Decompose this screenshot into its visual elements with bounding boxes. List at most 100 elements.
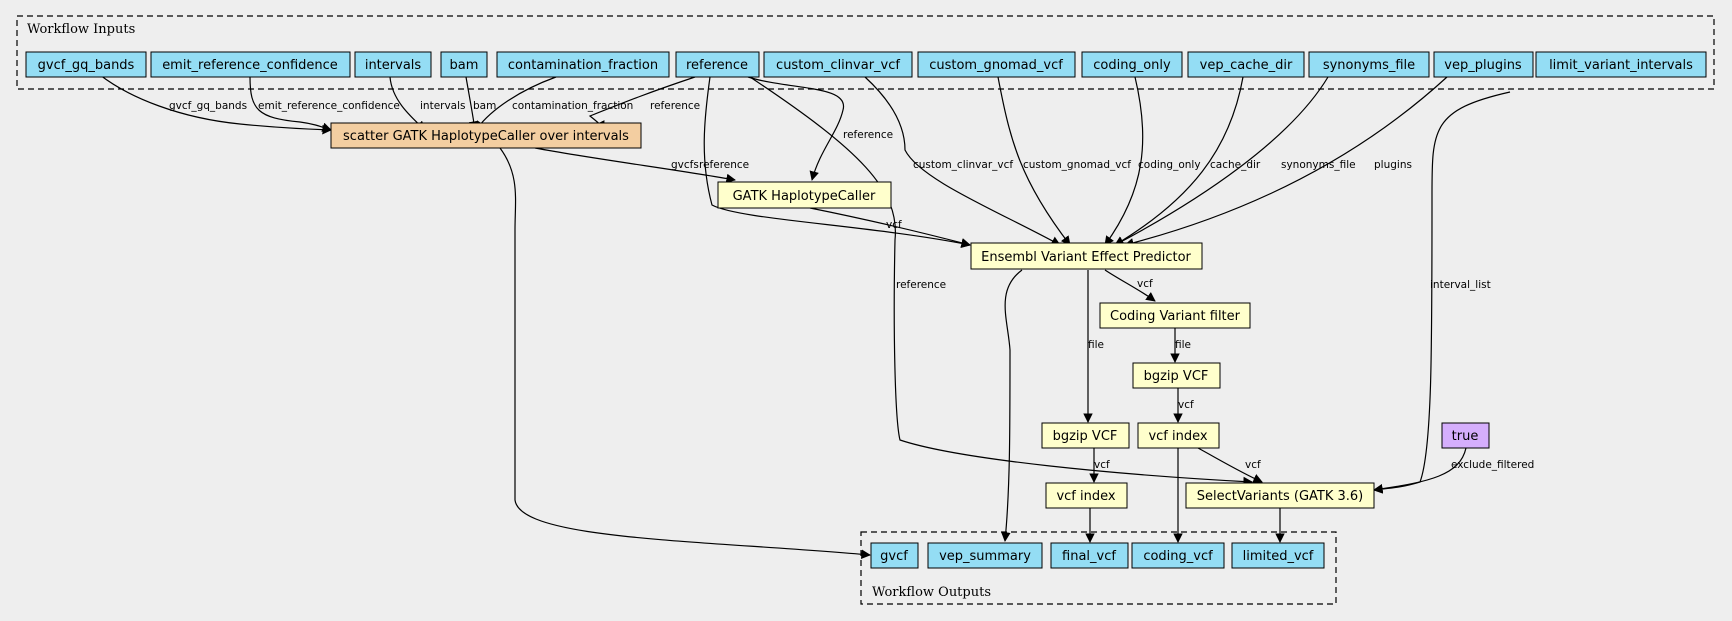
edge-vcf-bgzip-index-right: vcf [1173,388,1194,423]
svg-text:reference: reference [650,100,700,112]
svg-text:limit_variant_intervals: limit_variant_intervals [1549,58,1693,73]
svg-text:reference: reference [843,129,893,141]
svg-text:gvcf_gq_bands: gvcf_gq_bands [38,58,135,73]
default-true[interactable]: true [1441,422,1490,449]
svg-text:Ensembl Variant Effect Predict: Ensembl Variant Effect Predictor [981,250,1191,265]
edge-synonyms-file: synonyms_file [1114,76,1356,246]
svg-text:vep_cache_dir: vep_cache_dir [1200,58,1293,73]
step-ensembl-vep[interactable]: Ensembl Variant Effect Predictor [970,242,1203,270]
output-coding-vcf[interactable]: coding_vcf [1131,542,1225,569]
svg-text:intervals: intervals [365,58,422,73]
edge-exclude-filtered: exclude_filtered [1373,447,1534,494]
input-intervals[interactable]: intervals [354,51,432,78]
step-coding-variant-filter[interactable]: Coding Variant filter [1099,302,1251,329]
input-reference[interactable]: reference [675,51,760,78]
svg-text:vcf index: vcf index [1056,489,1115,504]
input-synonyms-file[interactable]: synonyms_file [1308,51,1430,78]
input-gvcf-gq-bands[interactable]: gvcf_gq_bands [25,51,147,78]
svg-text:bam: bam [473,100,496,112]
svg-text:true: true [1452,429,1479,444]
step-vcf-index-right[interactable]: vcf index [1137,422,1220,449]
step-select-variants[interactable]: SelectVariants (GATK 3.6) [1185,482,1375,509]
svg-text:emit_reference_confidence: emit_reference_confidence [162,58,338,73]
edge-vep-summary [1001,269,1023,542]
edge-contamination-fraction: contamination_fraction [475,76,633,131]
svg-text:final_vcf: final_vcf [1062,549,1116,564]
svg-text:file: file [1175,339,1191,351]
svg-text:reference: reference [686,58,748,73]
svg-text:gvcf_gq_bands: gvcf_gq_bands [169,100,247,112]
input-limit-variant-intervals[interactable]: limit_variant_intervals [1535,51,1707,78]
svg-text:plugins: plugins [1374,159,1412,171]
step-bgzip-vcf-right[interactable]: bgzip VCF [1132,362,1221,389]
edge-gvcfs: gvcfs [534,147,736,184]
svg-text:custom_clinvar_vcf: custom_clinvar_vcf [913,159,1013,171]
edge-cache-dir: cache_dir [1114,76,1261,246]
workflow-outputs-title: Workflow Outputs [872,585,991,600]
edge-vcf-vep-filter: vcf [1104,269,1156,302]
svg-text:custom_clinvar_vcf: custom_clinvar_vcf [776,58,900,73]
svg-text:exclude_filtered: exclude_filtered [1451,459,1534,471]
edge-plugins: plugins [1124,76,1448,248]
svg-text:limited_vcf: limited_vcf [1243,549,1314,564]
output-limited-vcf[interactable]: limited_vcf [1231,542,1325,569]
svg-text:bam: bam [450,58,479,73]
input-coding-only[interactable]: coding_only [1081,51,1183,78]
edge-file-filter-bgzip: file [1170,328,1191,363]
output-vep-summary[interactable]: vep_summary [927,542,1043,569]
workflow-inputs-cluster: Workflow Inputs [16,15,1715,90]
svg-text:interval_list: interval_list [1430,279,1491,291]
svg-text:contamination_fraction: contamination_fraction [508,58,658,73]
edge-intervals: intervals [389,76,466,131]
edge-file-vep-bgzip: file [1083,270,1104,423]
workflow-outputs-cluster: Workflow Outputs [860,531,1337,605]
svg-text:bgzip VCF: bgzip VCF [1053,429,1118,444]
edge-vcf-bgzip-index-left: vcf [1089,448,1110,483]
svg-text:vcf: vcf [1137,278,1153,290]
input-vep-cache-dir[interactable]: vep_cache_dir [1187,51,1305,78]
input-custom-gnomad-vcf[interactable]: custom_gnomad_vcf [917,51,1076,78]
input-vep-plugins[interactable]: vep_plugins [1433,51,1534,78]
edge-vcf-hc-vep: vcf [809,207,971,248]
svg-text:GATK HaplotypeCaller: GATK HaplotypeCaller [733,189,876,204]
input-custom-clinvar-vcf[interactable]: custom_clinvar_vcf [763,51,913,78]
svg-text:reference: reference [699,159,749,171]
svg-text:Coding Variant filter: Coding Variant filter [1110,309,1241,324]
svg-text:vep_plugins: vep_plugins [1444,58,1522,73]
svg-text:synonyms_file: synonyms_file [1323,58,1415,73]
step-vcf-index-left[interactable]: vcf index [1045,482,1128,509]
edge-gvcf-gq-bands: gvcf_gq_bands [99,74,332,135]
svg-text:gvcf: gvcf [880,549,908,564]
edge-reference-vep: reference [699,76,971,249]
svg-text:scatter GATK HaplotypeCaller o: scatter GATK HaplotypeCaller over interv… [343,129,629,144]
svg-text:file: file [1088,339,1104,351]
svg-text:bgzip VCF: bgzip VCF [1144,369,1209,384]
output-final-vcf[interactable]: final_vcf [1050,542,1129,569]
input-bam[interactable]: bam [440,51,488,78]
input-contamination-fraction[interactable]: contamination_fraction [496,51,670,78]
step-scatter-haplotypecaller[interactable]: scatter GATK HaplotypeCaller over interv… [330,122,642,149]
edge-emit-reference-confidence: emit_reference_confidence [249,76,400,132]
svg-text:reference: reference [896,279,946,291]
svg-text:synonyms_file: synonyms_file [1281,159,1356,171]
svg-text:coding_only: coding_only [1093,58,1171,73]
svg-text:vep_summary: vep_summary [939,549,1031,564]
edge-vcf-index-select: vcf [1197,447,1263,483]
edge-custom-gnomad-vcf: custom_gnomad_vcf [997,76,1131,246]
svg-text:contamination_fraction: contamination_fraction [512,100,633,112]
input-emit-reference-confidence[interactable]: emit_reference_confidence [150,51,351,78]
step-gatk-haplotypecaller[interactable]: GATK HaplotypeCaller [717,181,892,209]
step-bgzip-vcf-left[interactable]: bgzip VCF [1041,422,1130,449]
edge-reference-hc: reference [747,76,893,181]
svg-text:SelectVariants (GATK 3.6): SelectVariants (GATK 3.6) [1197,489,1364,504]
output-gvcf[interactable]: gvcf [870,542,919,569]
svg-text:vcf: vcf [886,219,902,231]
svg-text:vcf index: vcf index [1148,429,1207,444]
svg-text:emit_reference_confidence: emit_reference_confidence [258,100,400,112]
svg-text:cache_dir: cache_dir [1210,159,1261,171]
edge-reference-select: reference [749,76,1253,487]
svg-text:gvcfs: gvcfs [671,159,699,171]
svg-text:custom_gnomad_vcf: custom_gnomad_vcf [1023,159,1131,171]
svg-text:intervals: intervals [420,100,466,112]
